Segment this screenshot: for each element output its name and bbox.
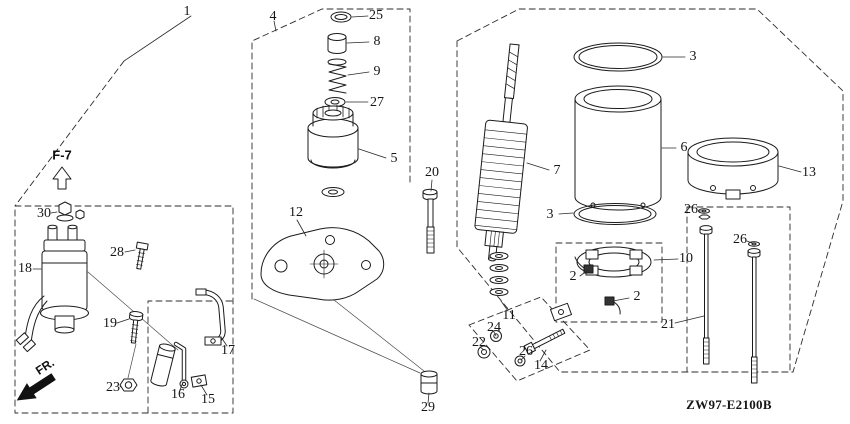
assembly-boundaries — [14, 8, 844, 414]
callout-13: 13 — [802, 165, 816, 180]
callout-26-c: 26 — [519, 344, 533, 359]
diagram-code: ZW97-E2100B — [686, 397, 772, 412]
part-29-bushing — [420, 370, 438, 395]
callout-3-top: 3 — [689, 49, 697, 64]
callout-2-a: 2 — [569, 269, 577, 284]
part-21-bolt-a — [699, 225, 713, 365]
part-7-armature — [474, 43, 528, 262]
callout-26-a: 26 — [684, 202, 698, 217]
callout-30: 30 — [37, 206, 51, 221]
callout-7: 7 — [553, 163, 561, 178]
callout-12: 12 — [289, 205, 303, 220]
part-8-bushing — [327, 33, 347, 54]
callout-16: 16 — [171, 387, 185, 402]
fr-arrow-icon — [16, 373, 56, 401]
view-ref-label: F-7 — [52, 147, 72, 163]
callout-2-b: 2 — [633, 289, 641, 304]
callout-10: 10 — [679, 251, 693, 266]
callout-27: 27 — [370, 95, 384, 110]
callout-28: 28 — [110, 245, 124, 260]
construction-lines — [87, 271, 425, 379]
part-15-bracket — [150, 343, 208, 388]
callout-17: 17 — [221, 343, 235, 358]
callout-25: 25 — [369, 8, 383, 23]
callout-11: 11 — [502, 308, 516, 323]
callout-26-b: 26 — [733, 232, 747, 247]
callout-24: 24 — [487, 320, 501, 335]
part-16-stay — [173, 341, 189, 389]
part-30-nut — [56, 201, 85, 222]
part-2-brush-b — [604, 296, 621, 315]
part-11-washer-stack — [489, 252, 509, 296]
callout-29: 29 — [421, 400, 435, 415]
part-5-pinion-gear — [307, 104, 359, 197]
callout-15: 15 — [201, 392, 215, 407]
callout-4: 4 — [269, 9, 277, 24]
callout-20: 20 — [425, 165, 439, 180]
callout-23: 23 — [106, 380, 120, 395]
callout-3-bottom: 3 — [546, 207, 554, 222]
part-17-stay — [195, 288, 226, 346]
part-14-bolt — [523, 302, 573, 355]
callout-22: 22 — [472, 335, 486, 350]
callout-8: 8 — [373, 34, 381, 49]
callout-6: 6 — [680, 140, 688, 155]
part-26-washer-a — [698, 208, 711, 220]
callout-14: 14 — [534, 358, 548, 373]
part-25-snap-ring — [330, 11, 352, 23]
part-10-brush-holder — [576, 246, 652, 278]
part-18-solenoid — [15, 224, 89, 353]
callout-1: 1 — [183, 4, 191, 19]
part-3-oring-bottom — [573, 203, 657, 225]
callout-9: 9 — [373, 64, 381, 79]
part-21-bolt-b — [747, 248, 761, 384]
part-27-washer — [324, 97, 346, 107]
f7-arrow-icon — [52, 166, 72, 190]
part-13-end-cover — [687, 137, 779, 200]
leader-lines — [32, 15, 802, 404]
part-3-oring-top — [573, 42, 663, 72]
part-9-spring — [327, 58, 347, 94]
part-23-nut — [119, 378, 138, 392]
part-12-mount-bracket — [260, 227, 385, 301]
callout-21: 21 — [661, 317, 675, 332]
part-6-yoke — [574, 85, 662, 211]
callout-19: 19 — [103, 316, 117, 331]
callout-5: 5 — [390, 151, 398, 166]
part-19-screw — [128, 310, 144, 344]
part-20-bolt — [422, 188, 438, 254]
part-2-brush-a — [574, 256, 594, 274]
part-28-screw — [135, 241, 149, 270]
callout-18: 18 — [18, 261, 32, 276]
